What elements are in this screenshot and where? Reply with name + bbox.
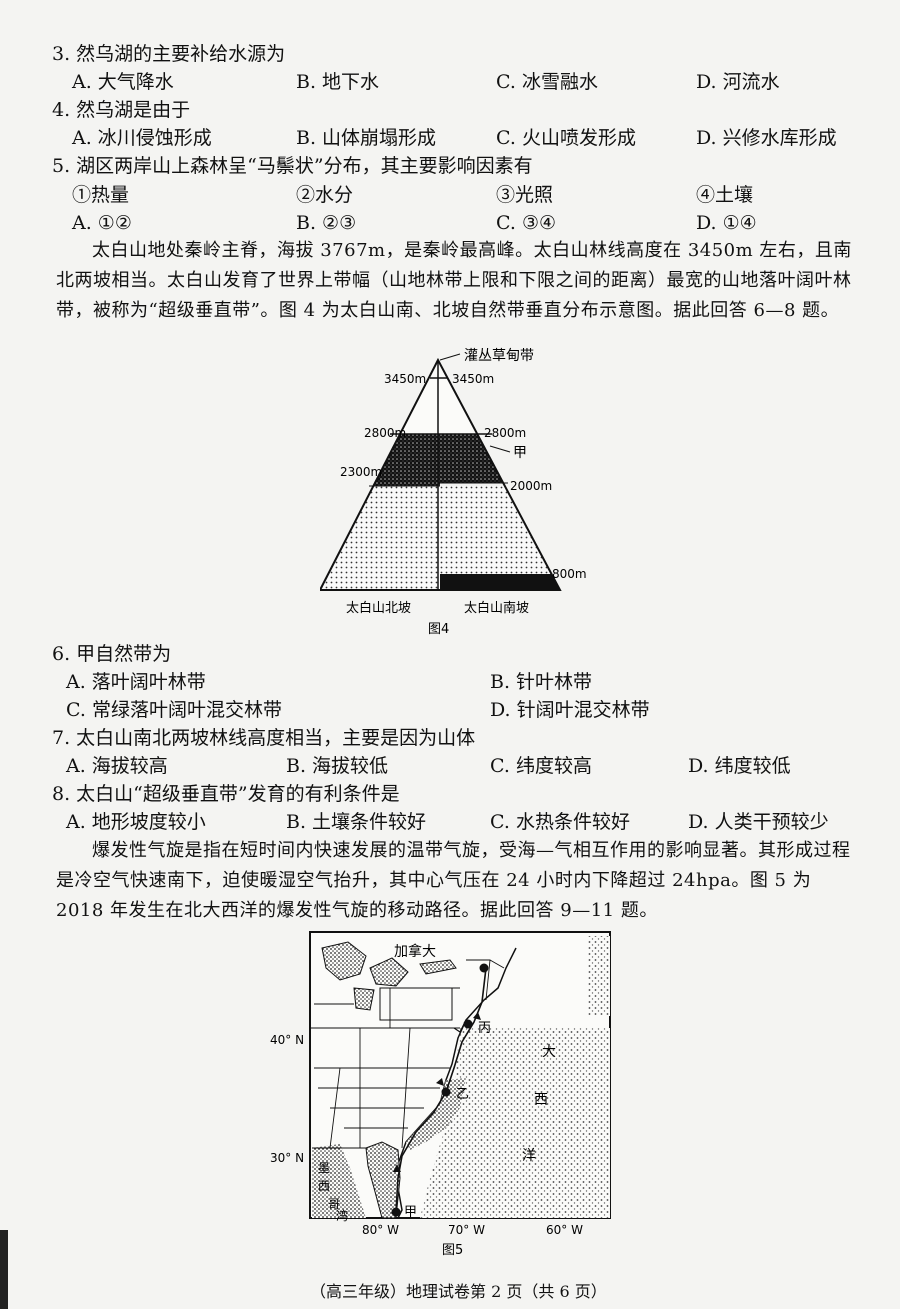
fig5-lon-70: 70° W: [448, 1223, 485, 1237]
question-8-option-b: B. 土壤条件较好: [286, 811, 427, 833]
question-7-option-b: B. 海拔较低: [286, 755, 389, 777]
question-3-option-d: D. 河流水: [696, 71, 780, 93]
fig5-gulf-char-4: 湾: [336, 1208, 348, 1223]
question-3-option-a: A. 大气降水: [72, 71, 174, 93]
question-4-option-c: C. 火山喷发形成: [496, 127, 636, 149]
fig4-south-800: 800m: [552, 567, 587, 581]
question-8-stem: 8. 太白山“超级垂直带”发育的有利条件是: [52, 783, 400, 805]
fig5-caption: 图5: [442, 1243, 463, 1258]
fig4-north-2800: 2800m: [364, 426, 406, 440]
fig4-south-2800: 2800m: [484, 426, 526, 440]
fig5-point-bing: 丙: [478, 1021, 491, 1036]
question-5-option-d: D. ①④: [696, 212, 757, 234]
question-5-factor-1: ①热量: [72, 184, 130, 206]
fig4-north-3450: 3450m: [384, 372, 426, 386]
question-6-option-d: D. 针阔叶混交林带: [490, 699, 650, 721]
figure-5-map: 加拿大 丙 乙 甲 大 西 洋 墨 西 哥 湾 40° N 30° N 80° …: [270, 931, 611, 1258]
fig5-lon-60: 60° W: [546, 1223, 583, 1237]
fig4-south-slope: 太白山南坡: [464, 600, 529, 616]
fig5-ocean-char-3: 洋: [522, 1148, 536, 1164]
fig5-ocean-char-1: 大: [542, 1044, 556, 1060]
fig4-top-label: 灌丛草甸带: [464, 348, 534, 364]
fig5-point-yi: 乙: [456, 1087, 469, 1102]
question-6-option-c: C. 常绿落叶阔叶混交林带: [66, 699, 282, 721]
question-5-factor-2: ②水分: [296, 184, 354, 206]
question-7-option-c: C. 纬度较高: [490, 755, 592, 777]
question-5-option-c: C. ③④: [496, 212, 557, 234]
fig5-canada-label: 加拿大: [394, 943, 436, 960]
fig5-ocean-char-2: 西: [534, 1092, 548, 1108]
fig5-gulf-char-2: 西: [318, 1179, 330, 1193]
question-5-option-a: A. ①②: [72, 212, 132, 234]
passage-cyclone: 爆发性气旋是指在短时间内快速发展的温带气旋，受海—气相互作用的影响显著。其形成过…: [56, 840, 851, 921]
fig5-lat-40: 40° N: [270, 1033, 304, 1047]
fig4-caption: 图4: [428, 622, 449, 637]
question-3-option-c: C. 冰雪融水: [496, 71, 598, 93]
fig5-lon-80: 80° W: [362, 1223, 399, 1237]
fig5-gulf-char-3: 哥: [328, 1197, 340, 1211]
question-4-option-d: D. 兴修水库形成: [696, 127, 837, 149]
question-5-factor-4: ④土壤: [696, 184, 754, 206]
question-4-option-b: B. 山体崩塌形成: [296, 127, 437, 149]
question-5-factor-3: ③光照: [496, 184, 554, 206]
question-5-stem: 5. 湖区两岸山上森林呈“马鬃状”分布，其主要影响因素有: [52, 155, 533, 177]
fig5-gulf-char-1: 墨: [318, 1161, 330, 1175]
question-8-option-a: A. 地形坡度较小: [66, 811, 206, 833]
fig4-north-2300: 2300m: [340, 465, 382, 479]
figure-4-diagram: 灌丛草甸带 3450m 3450m 2800m 2800m 甲 2300m 20…: [320, 348, 587, 637]
fig5-point-jia: 甲: [404, 1205, 417, 1220]
question-4-option-a: A. 冰川侵蚀形成: [72, 127, 212, 149]
question-6-stem: 6. 甲自然带为: [52, 643, 172, 665]
question-8-option-d: D. 人类干预较少: [688, 811, 829, 833]
question-4-stem: 4. 然乌湖是由于: [52, 99, 191, 121]
question-7-option-d: D. 纬度较低: [688, 755, 791, 777]
fig5-lat-30: 30° N: [270, 1151, 304, 1165]
passage-taibai: 太白山地处秦岭主脊，海拔 3767m，是秦岭最高峰。太白山林线高度在 3450m…: [56, 240, 852, 321]
scan-edge-mark: [0, 1230, 8, 1309]
fig4-north-slope: 太白山北坡: [346, 600, 411, 616]
fig4-jia-label: 甲: [513, 445, 527, 461]
question-3-stem: 3. 然乌湖的主要补给水源为: [52, 43, 286, 65]
question-8-option-c: C. 水热条件较好: [490, 811, 630, 833]
fig4-south-2000: 2000m: [510, 479, 552, 493]
question-5-option-b: B. ②③: [296, 212, 357, 234]
page-footer: （高三年级）地理试卷第 2 页（共 6 页）: [310, 1282, 607, 1301]
question-6-option-a: A. 落叶阔叶林带: [66, 671, 206, 693]
fig4-south-3450: 3450m: [452, 372, 494, 386]
question-7-stem: 7. 太白山南北两坡林线高度相当，主要是因为山体: [52, 727, 476, 749]
question-6-option-b: B. 针叶林带: [490, 671, 593, 693]
question-3-option-b: B. 地下水: [296, 71, 380, 93]
question-7-option-a: A. 海拔较高: [66, 755, 168, 777]
